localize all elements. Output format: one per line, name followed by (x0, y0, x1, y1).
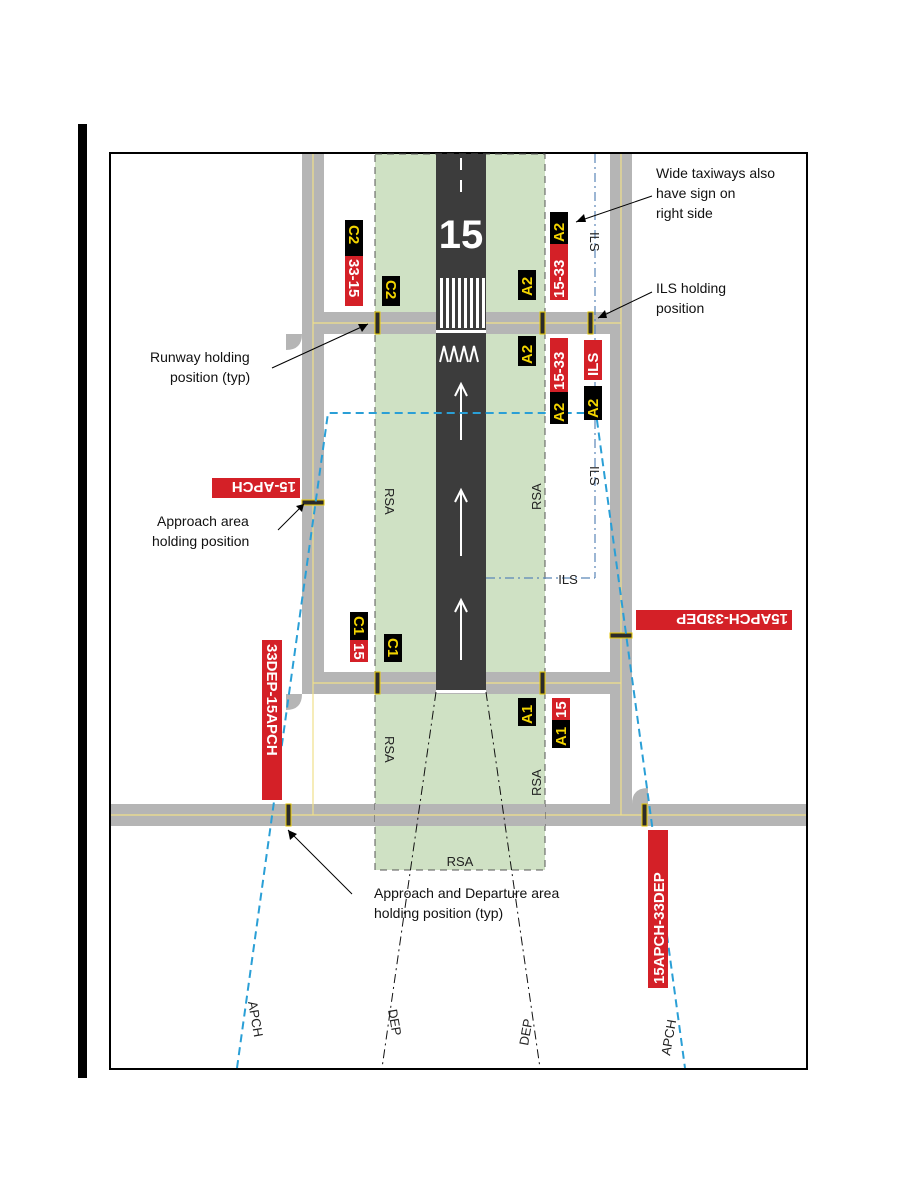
sign-a2-mid-runway: 15-33 (551, 352, 568, 390)
sign-a2-ils-location: A2 (585, 399, 602, 418)
sign-a2-top-location: A2 (551, 223, 568, 242)
departure-surface (381, 691, 541, 1069)
sign-c2-location-b: C2 (382, 280, 399, 299)
ils-label: ILS (587, 232, 602, 252)
svg-text:have sign on: have sign on (656, 185, 735, 201)
annotation-apch-dep-holding: Approach and Departure area holding posi… (374, 885, 559, 921)
sign-c2-runway: 33-15 (345, 259, 362, 297)
svg-text:holding position (typ): holding position (typ) (374, 905, 503, 921)
ils-label: ILS (558, 572, 578, 587)
sign-a1-location-b: A1 (553, 727, 570, 746)
signs: C2 33-15 C2 A2 15-33 A2 A2 15-33 A2 ILS … (212, 212, 792, 988)
svg-text:ILS holding: ILS holding (656, 280, 726, 296)
svg-text:position: position (656, 300, 704, 316)
sign-a2-top-runway: 15-33 (551, 260, 568, 298)
svg-text:Approach and Departure area: Approach and Departure area (374, 885, 559, 901)
sign-apch-right: 15APCH-33DEP (676, 610, 788, 627)
rsa-label: RSA (447, 854, 474, 869)
annotation-wide-taxiways: Wide taxiways also have sign on right si… (656, 165, 775, 221)
svg-text:Runway holding: Runway holding (150, 349, 250, 365)
apch-label: APCH (658, 1018, 679, 1056)
dep-label: DEP (516, 1018, 535, 1047)
rsa-label: RSA (529, 769, 544, 796)
ils-label: ILS (587, 466, 602, 486)
annotation-runway-holding: Runway holding position (typ) (150, 349, 250, 385)
sign-c2-location: C2 (345, 225, 362, 244)
area-labels: RSA RSA RSA RSA RSA ILS ILS ILS DEP DEP … (245, 232, 679, 1057)
sign-ils: ILS (585, 353, 602, 376)
sign-a2-top-left: A2 (519, 277, 536, 296)
threshold-markings (440, 278, 485, 328)
annotation-ils-holding: ILS holding position (656, 280, 726, 316)
sign-c1-runway: 15 (350, 643, 367, 660)
sign-a2-mid-location: A2 (519, 345, 536, 364)
rsa-label: RSA (382, 488, 397, 515)
sign-c1-location-b: C1 (384, 638, 401, 657)
sign-c1-location: C1 (350, 616, 367, 635)
svg-text:position (typ): position (typ) (170, 369, 250, 385)
approach-surface (236, 412, 686, 1069)
svg-text:Wide taxiways also: Wide taxiways also (656, 165, 775, 181)
sign-dep-left: 33DEP-15APCH (263, 644, 280, 756)
rsa-label: RSA (382, 736, 397, 763)
sign-dep-right: 15APCH-33DEP (651, 872, 668, 984)
dep-label: DEP (385, 1008, 404, 1037)
svg-text:right side: right side (656, 205, 713, 221)
sign-apch-left: 15-APCH (232, 478, 296, 495)
sign-a1-runway: 15 (553, 701, 570, 718)
apch-label: APCH (245, 1000, 266, 1038)
svg-text:Approach area: Approach area (157, 513, 249, 529)
runway-designator: 15 (439, 213, 484, 257)
sign-a2-lower-location: A2 (551, 403, 568, 422)
annotation-approach-holding: Approach area holding position (152, 513, 249, 549)
displaced-threshold-chevrons (439, 345, 479, 363)
sign-a1-location: A1 (519, 705, 536, 724)
rsa-label: RSA (529, 483, 544, 510)
page-side-bar (78, 124, 87, 1078)
svg-text:holding position: holding position (152, 533, 249, 549)
holding-position-markings (285, 311, 648, 827)
